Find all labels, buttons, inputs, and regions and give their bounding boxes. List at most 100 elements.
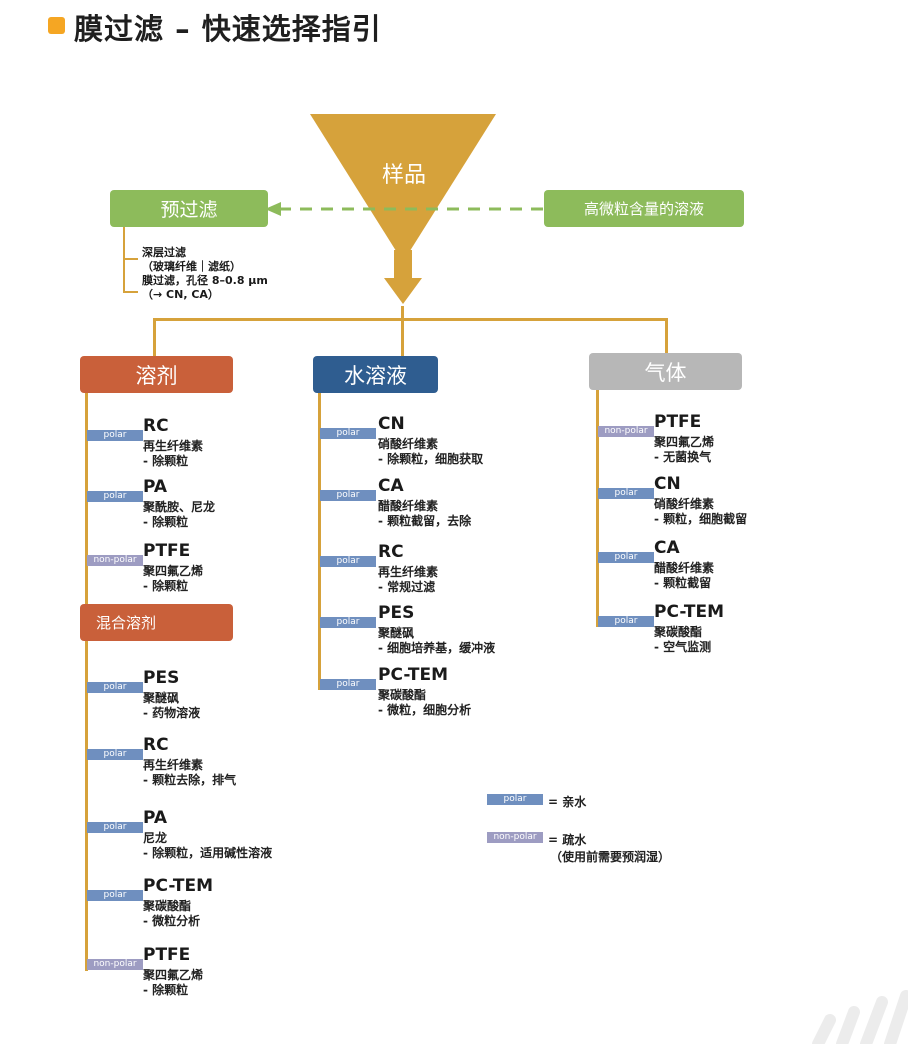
membrane-use: - 无菌换气 [654, 450, 712, 464]
legend-nonpolar-note: （使用前需要预润湿） [550, 850, 671, 864]
polarity-tag: polar [87, 749, 143, 760]
branch-solvent [153, 318, 156, 358]
category-solvent: 溶剂 [80, 356, 233, 393]
prefilter-description: 深层过滤 （玻璃纤维｜滤纸） 膜过滤，孔径 8–0.8 μm （→ CN, CA… [142, 246, 268, 302]
membrane-material: 再生纤维素 [143, 439, 204, 453]
prefilter-bracket-tick [123, 291, 138, 293]
high-particle-box: 高微粒含量的溶液 [544, 190, 744, 227]
membrane-use: - 颗粒截留，去除 [378, 514, 472, 528]
membrane-use: - 颗粒，细胞截留 [654, 512, 748, 526]
membrane-name: CN [378, 414, 405, 434]
legend-polar-text: = 亲水 [548, 795, 587, 809]
membrane-material: 尼龙 [143, 831, 168, 845]
membrane-material: 聚醚砜 [143, 691, 180, 705]
membrane-use: - 细胞培养基，缓冲液 [378, 641, 496, 655]
membrane-name: CA [378, 476, 404, 496]
prefilter-bracket-tick [123, 258, 138, 260]
membrane-material: 聚四氟乙烯 [654, 435, 715, 449]
membrane-use: - 微粒分析 [143, 914, 201, 928]
membrane-material: 聚四氟乙烯 [143, 564, 204, 578]
membrane-material: 醋酸纤维素 [654, 561, 715, 575]
membrane-name: PES [378, 603, 415, 623]
water-column-line [318, 393, 321, 690]
membrane-use: - 除颗粒 [143, 454, 189, 468]
membrane-name: PC-TEM [143, 876, 214, 896]
membrane-use: - 除颗粒 [143, 515, 189, 529]
page-title: 膜过滤 – 快速选择指引 [74, 12, 382, 46]
polarity-tag: polar [87, 890, 143, 901]
prefilter-box: 预过滤 [110, 190, 268, 227]
dashed-arrow [265, 202, 548, 216]
polarity-tag: polar [87, 822, 143, 833]
membrane-name: PES [143, 668, 180, 688]
membrane-name: PTFE [654, 412, 702, 432]
membrane-use: - 除颗粒，适用碱性溶液 [143, 846, 273, 860]
branch-stem [401, 306, 404, 320]
membrane-material: 聚四氟乙烯 [143, 968, 204, 982]
legend-nonpolar-tag: non-polar [487, 832, 543, 843]
polarity-tag: polar [87, 430, 143, 441]
polarity-tag: polar [598, 488, 654, 499]
polarity-tag: polar [320, 556, 376, 567]
solvent-column-line [85, 393, 88, 604]
prefilter-line: （→ CN, CA） [142, 288, 219, 301]
title-bullet-icon [48, 17, 65, 34]
polarity-tag: polar [87, 682, 143, 693]
polarity-tag: non-polar [87, 555, 143, 566]
prefilter-line: （玻璃纤维｜滤纸） [142, 260, 241, 273]
membrane-material: 再生纤维素 [143, 758, 204, 772]
polarity-tag: non-polar [87, 959, 143, 970]
category-water-label: 水溶液 [344, 363, 407, 388]
polarity-tag: polar [320, 617, 376, 628]
membrane-name: RC [378, 542, 404, 562]
category-mixed: 混合溶剂 [80, 604, 233, 641]
membrane-name: PTFE [143, 945, 191, 965]
membrane-material: 硝酸纤维素 [378, 437, 439, 451]
membrane-name: CA [654, 538, 680, 558]
membrane-name: PC-TEM [654, 602, 725, 622]
polarity-tag: polar [87, 491, 143, 502]
membrane-material: 聚碳酸酯 [143, 899, 192, 913]
membrane-material: 再生纤维素 [378, 565, 439, 579]
legend-nonpolar-text: = 疏水 [548, 833, 587, 847]
membrane-use: - 除颗粒 [143, 579, 189, 593]
category-gas: 气体 [589, 353, 742, 390]
polarity-tag: polar [320, 679, 376, 690]
membrane-material: 硝酸纤维素 [654, 497, 715, 511]
membrane-use: - 药物溶液 [143, 706, 201, 720]
membrane-name: RC [143, 416, 169, 436]
membrane-name: PTFE [143, 541, 191, 561]
polarity-tag: polar [598, 616, 654, 627]
category-gas-label: 气体 [644, 360, 687, 385]
membrane-name: CN [654, 474, 681, 494]
membrane-use: - 空气监测 [654, 640, 712, 654]
polarity-tag: polar [598, 552, 654, 563]
prefilter-label: 预过滤 [160, 199, 218, 221]
membrane-material: 醋酸纤维素 [378, 499, 439, 513]
membrane-use: - 颗粒去除，排气 [143, 773, 237, 787]
membrane-name: PA [143, 808, 168, 828]
category-water: 水溶液 [313, 356, 438, 393]
category-mixed-label: 混合溶剂 [96, 614, 157, 632]
prefilter-line: 膜过滤，孔径 8–0.8 μm [142, 274, 268, 287]
prefilter-bracket-line [123, 227, 125, 293]
mixed-column-line [85, 641, 88, 971]
prefilter-line: 深层过滤 [142, 246, 186, 259]
polarity-tag: polar [320, 490, 376, 501]
watermark-logo [812, 990, 908, 1044]
membrane-use: - 除颗粒 [143, 983, 189, 997]
funnel-icon [310, 114, 496, 304]
membrane-name: PC-TEM [378, 665, 449, 685]
branch-water [401, 318, 404, 358]
membrane-use: - 颗粒截留 [654, 576, 712, 590]
branch-horizontal [153, 318, 668, 321]
membrane-material: 聚醚砜 [378, 626, 415, 640]
membrane-name: RC [143, 735, 169, 755]
category-solvent-label: 溶剂 [135, 363, 178, 388]
membrane-material: 聚碳酸酯 [654, 625, 703, 639]
funnel-label: 样品 [381, 163, 426, 188]
polarity-tag: polar [320, 428, 376, 439]
membrane-material: 聚酰胺、尼龙 [143, 500, 216, 514]
legend-polar-tag: polar [487, 794, 543, 805]
membrane-name: PA [143, 477, 168, 497]
